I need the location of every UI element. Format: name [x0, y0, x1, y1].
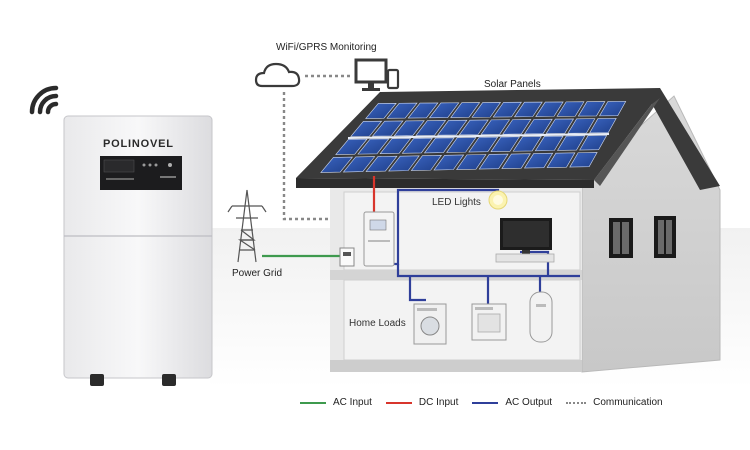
solar-cell: [534, 135, 564, 152]
wifi-icon: [29, 85, 59, 115]
legend-swatch-ac-input: [300, 401, 326, 404]
solar-panels-label: Solar Panels: [484, 79, 541, 90]
battery-cabinet: [63, 115, 213, 386]
solar-cell: [357, 138, 390, 155]
breaker-box: [339, 247, 355, 267]
solar-cell: [410, 155, 443, 171]
solar-cell: [450, 102, 481, 118]
solar-cell: [388, 155, 420, 172]
solar-cell: [468, 136, 499, 153]
solar-cell: [471, 102, 502, 118]
power-tower-icon: [227, 189, 267, 263]
led-lights-label: LED Lights: [432, 197, 481, 208]
solar-cell: [502, 119, 532, 135]
solar-cell: [379, 138, 412, 155]
solar-cell: [423, 137, 455, 154]
led-bulb-icon: [488, 190, 508, 210]
solar-cell: [335, 138, 368, 155]
solar-cell: [545, 118, 575, 134]
solar-cell: [393, 120, 425, 137]
wheel-right: [162, 374, 176, 386]
solar-cell: [342, 156, 376, 173]
solar-cell: [599, 101, 627, 117]
legend-item-ac-input: AC Input: [300, 397, 372, 408]
legend-label-communication: Communication: [593, 397, 663, 408]
solar-cell: [579, 135, 608, 151]
solar-cell: [523, 118, 553, 135]
solar-cell: [490, 136, 521, 152]
solar-cell: [556, 101, 585, 117]
communication-lines: [282, 74, 370, 221]
solar-cell: [320, 156, 354, 173]
solar-cell: [501, 153, 531, 169]
legend: AC Input DC Input AC Output Communicatio…: [300, 397, 677, 408]
legend-swatch-dc-input: [385, 401, 412, 404]
water-heater-icon: [529, 291, 553, 343]
tv-icon: [495, 218, 555, 263]
solar-cell: [446, 137, 477, 153]
solar-cell: [386, 102, 418, 119]
solar-cell: [433, 154, 465, 171]
solar-cell: [365, 155, 398, 172]
legend-label-dc-input: DC Input: [418, 397, 459, 408]
cloud-icon: [254, 62, 301, 88]
dryer-icon: [471, 303, 507, 341]
solar-cell: [492, 101, 522, 118]
washing-machine-icon: [413, 303, 447, 345]
solar-cell: [513, 101, 543, 118]
legend-item-ac-output: AC Output: [472, 397, 552, 408]
solar-panels: [320, 101, 627, 173]
wheel-left: [90, 374, 104, 386]
solar-cell: [458, 119, 489, 136]
solar-cell: [407, 102, 439, 119]
solar-cell: [589, 118, 617, 134]
legend-label-ac-input: AC Input: [333, 397, 372, 408]
cabinet-screen: [103, 159, 135, 173]
solar-cell: [512, 136, 542, 152]
solar-cell: [401, 137, 433, 154]
solar-cell: [350, 120, 383, 137]
power-grid-label: Power Grid: [232, 268, 283, 279]
solar-cell: [535, 101, 564, 117]
legend-label-ac-output: AC Output: [505, 397, 553, 408]
panel-row-divider: [347, 133, 610, 139]
home-loads-label: Home Loads: [349, 318, 406, 329]
solar-cell: [546, 152, 576, 168]
solar-cell: [577, 101, 606, 117]
solar-cell: [556, 135, 586, 151]
phone-icon: [386, 68, 400, 90]
inverter: [363, 211, 395, 267]
monitor-icon: [354, 58, 388, 91]
solar-cell: [415, 120, 447, 136]
solar-cell: [478, 153, 509, 170]
legend-swatch-ac-output: [472, 401, 499, 404]
legend-swatch-communication: [566, 401, 587, 404]
side-window-2: [654, 216, 676, 258]
brand-logo-text: POLINOVEL: [103, 138, 174, 150]
solar-cell: [569, 152, 598, 168]
solar-cell: [437, 119, 468, 136]
solar-cell: [567, 118, 596, 134]
side-window-1: [609, 218, 633, 258]
solar-cell: [523, 152, 554, 169]
solar-cell: [428, 102, 460, 119]
solar-cell: [456, 154, 487, 170]
solar-cell: [480, 119, 511, 135]
legend-item-communication: Communication: [566, 397, 663, 408]
solar-cell: [371, 120, 404, 137]
monitoring-label: WiFi/GPRS Monitoring: [276, 42, 377, 53]
legend-item-dc-input: DC Input: [385, 397, 459, 408]
solar-cell: [365, 102, 397, 119]
